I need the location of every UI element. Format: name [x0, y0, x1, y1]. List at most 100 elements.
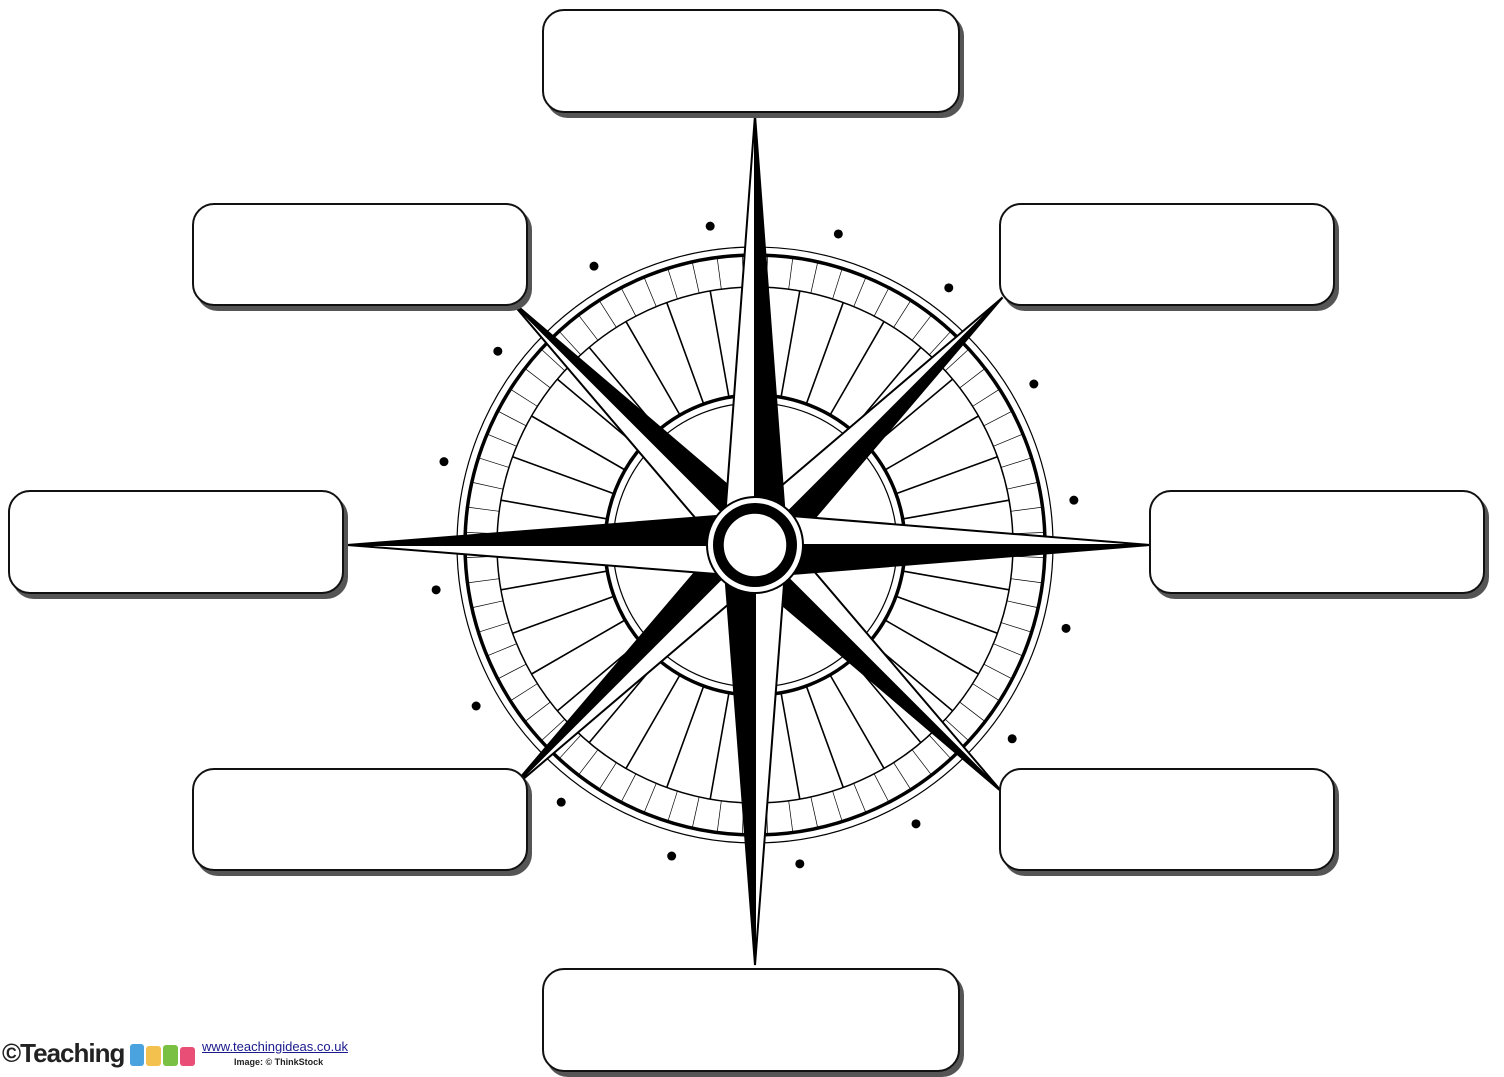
compass-tick [621, 774, 636, 802]
label-box-northwest[interactable] [192, 203, 528, 306]
compass-spoke [501, 571, 607, 590]
compass-spoke [903, 500, 1009, 519]
compass-tick [854, 783, 866, 813]
compass-spoke [806, 686, 843, 787]
star-point-west-light [347, 545, 755, 577]
star-point-east-dark [755, 545, 1150, 577]
compass-tick [472, 482, 503, 489]
star-point-east-light [755, 513, 1150, 545]
star-point-west-dark [347, 513, 755, 545]
compass-spoke [781, 291, 800, 397]
compass-tick [717, 257, 721, 289]
compass-tick [912, 750, 931, 775]
compass-tick [811, 797, 818, 828]
compass-spoke [806, 303, 843, 404]
compass-tick [525, 368, 550, 387]
compass-tick [487, 644, 517, 656]
compass-tick [644, 783, 656, 813]
compass-marker-dot [795, 859, 804, 868]
compass-tick [692, 797, 699, 828]
compass-tick [874, 288, 889, 316]
compass-tick [467, 579, 499, 583]
compass-tick [894, 763, 911, 790]
compass-tick [472, 601, 503, 608]
compass-marker-dot [706, 222, 715, 231]
compass-spoke [667, 303, 704, 404]
compass-spoke [896, 457, 997, 494]
compass-tick [498, 411, 526, 426]
star-point-south-dark [723, 545, 755, 965]
compass-tick [912, 315, 931, 340]
compass-marker-dot [1008, 734, 1017, 743]
compass-spoke [667, 686, 704, 787]
compass-tick [498, 664, 526, 679]
footer-branding: ©Teaching www.teachingideas.co.uk Image:… [2, 1036, 402, 1076]
compass-tick [854, 277, 866, 307]
compass-tick [1007, 601, 1038, 608]
label-box-east[interactable] [1149, 490, 1485, 594]
label-box-southwest[interactable] [192, 768, 528, 871]
label-box-south[interactable] [542, 968, 960, 1072]
compass-tick [973, 389, 1000, 406]
compass-marker-dot [667, 852, 676, 861]
compass-tick [668, 268, 678, 299]
compass-tick [478, 458, 509, 468]
compass-tick [578, 315, 597, 340]
compass-tick [874, 774, 889, 802]
compass-tick [1001, 458, 1032, 468]
label-box-southeast[interactable] [999, 768, 1335, 871]
star-point-north-dark [755, 115, 787, 545]
compass-tick [692, 262, 699, 293]
compass-marker-dot [439, 457, 448, 466]
compass-tick [960, 702, 985, 721]
compass-tick [487, 434, 517, 446]
compass-tick [1007, 482, 1038, 489]
compass-tick [510, 684, 537, 701]
compass-marker-dot [493, 347, 502, 356]
compass-tick [833, 268, 843, 299]
compass-tick [984, 664, 1012, 679]
compass-tick [1011, 579, 1043, 583]
compass-tick [973, 684, 1000, 701]
compass-spoke [710, 291, 729, 397]
compass-marker-dot [557, 798, 566, 807]
compass-tick [644, 277, 656, 307]
compass-spoke [781, 693, 800, 799]
compass-marker-dot [1069, 496, 1078, 505]
compass-tick [960, 368, 985, 387]
label-box-northeast[interactable] [999, 203, 1335, 306]
footer-image-credit: Image: © ThinkStock [234, 1057, 323, 1067]
compass-tick [717, 801, 721, 833]
compass-tick [478, 623, 509, 633]
compass-spoke [513, 596, 614, 633]
compass-marker-dot [1029, 380, 1038, 389]
hub-inner [723, 513, 787, 577]
label-box-north[interactable] [542, 9, 960, 113]
compass-tick [993, 434, 1023, 446]
compass-marker-dot [590, 262, 599, 271]
compass-tick [668, 791, 678, 822]
footer-website-link[interactable]: www.teachingideas.co.uk [202, 1039, 348, 1054]
logo-word: Teaching [20, 1038, 124, 1068]
label-box-west[interactable] [8, 490, 344, 594]
star-point-south-light [755, 545, 787, 965]
compass-tick [621, 288, 636, 316]
compass-tick [789, 801, 793, 833]
compass-marker-dot [912, 819, 921, 828]
compass-spoke [513, 457, 614, 494]
compass-tick [467, 507, 499, 511]
compass-tick [811, 262, 818, 293]
ideas-logo-mark [130, 1042, 196, 1068]
compass-marker-dot [432, 585, 441, 594]
compass-tick [1001, 623, 1032, 633]
compass-spoke [710, 693, 729, 799]
compass-spoke [501, 500, 607, 519]
compass-spoke [896, 596, 997, 633]
compass-spoke [903, 571, 1009, 590]
compass-tick [1011, 507, 1043, 511]
compass-tick [525, 702, 550, 721]
compass-tick [894, 300, 911, 327]
compass-center-hub [707, 497, 803, 593]
compass-marker-dot [944, 283, 953, 292]
compass-tick [599, 763, 616, 790]
